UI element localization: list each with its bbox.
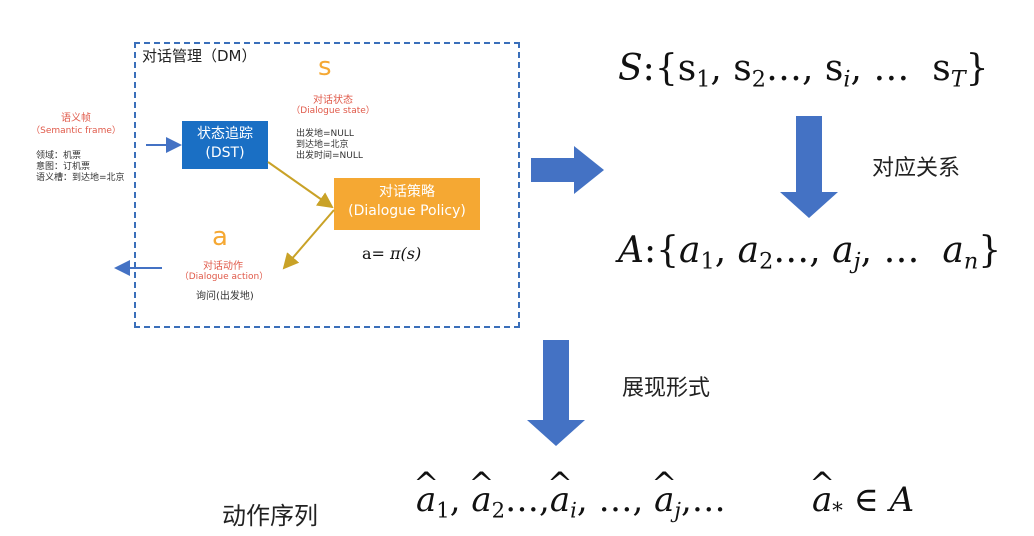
seq-elem3: a xyxy=(550,480,570,520)
A-sub2: 2 xyxy=(759,248,774,275)
action-title: 对话动作 xyxy=(203,261,243,272)
action-subtitle: （Dialogue action） xyxy=(179,272,269,282)
formula-arg: (s) xyxy=(400,244,422,263)
state-line-origin: 出发地=NULL xyxy=(296,129,354,139)
S-elem4: s xyxy=(932,48,951,89)
state-symbol: s xyxy=(318,52,332,82)
semantic-frame-title: 语义帧 xyxy=(61,113,91,124)
seq-elem1: a xyxy=(416,480,436,520)
seq-sub2: 2 xyxy=(491,497,506,523)
policy-to-action-arrow xyxy=(282,209,335,270)
A-colon: : xyxy=(644,230,657,271)
S-sub3: i xyxy=(843,66,851,93)
seq-sub1: 1 xyxy=(436,497,450,523)
dm-title: 对话管理（DM） xyxy=(142,47,257,65)
A-sub4: n xyxy=(963,248,979,275)
down-arrow-form xyxy=(527,340,585,446)
policy-label-en: (Dialogue Policy) xyxy=(348,203,466,219)
member-symbol: ∈ xyxy=(853,480,879,520)
state-line-destination: 到达地=北京 xyxy=(296,140,349,150)
policy-formula: a= π(s) xyxy=(362,244,421,263)
A-close-brace: } xyxy=(978,230,1002,271)
seq-sub4: j xyxy=(674,497,681,523)
S-elem1: s xyxy=(677,48,697,89)
frame-domain-line: 领域：机票 xyxy=(36,151,82,161)
A-sub3: j xyxy=(853,248,861,275)
right-block-arrow xyxy=(531,146,604,194)
seq-dots: … xyxy=(691,480,726,520)
action-set-expression: A:{a1, a2…, aj, … an} xyxy=(618,230,1002,275)
action-sequence-label: 动作序列 xyxy=(222,502,318,530)
membership-expression: a* ∈ A xyxy=(812,480,914,522)
state-line-time: 出发时间=NULL xyxy=(296,151,363,161)
seq-sub3: i xyxy=(570,497,577,523)
seq-elem4: a xyxy=(654,480,674,520)
member-set: A xyxy=(889,480,915,520)
policy-box: 对话策略 (Dialogue Policy) xyxy=(334,178,480,230)
dst-label-cn: 状态追踪 xyxy=(197,126,253,142)
A-elem4: a xyxy=(942,230,964,271)
dst-label-en: (DST) xyxy=(205,145,245,161)
dialogue-management-box xyxy=(134,42,520,328)
A-elem3: a xyxy=(832,230,854,271)
form-label: 展现形式 xyxy=(622,376,711,401)
S-colon: : xyxy=(642,48,655,89)
policy-label-cn: 对话策略 xyxy=(379,184,435,200)
A-sub1: 1 xyxy=(700,248,715,275)
frame-slot-line: 语义槽：到达地=北京 xyxy=(36,173,125,183)
state-subtitle: （Dialogue state） xyxy=(291,106,375,116)
A-name: A xyxy=(618,230,644,271)
action-value: 询问(出发地) xyxy=(196,291,254,302)
S-open-brace: { xyxy=(654,48,678,89)
formula-prefix: a= xyxy=(362,244,391,263)
S-elem2: s xyxy=(733,48,752,89)
semantic-frame-subtitle: （Semantic frame） xyxy=(31,126,121,136)
action-symbol: a xyxy=(212,222,228,252)
dst-to-policy-arrow xyxy=(267,161,334,209)
formula-pi: π xyxy=(390,244,401,263)
S-dots: … xyxy=(873,48,910,89)
state-set-expression: S:{s1, s2…, si, … sT} xyxy=(618,48,989,93)
A-elem1: a xyxy=(679,230,701,271)
member-elem: a xyxy=(812,480,832,520)
S-close-brace: } xyxy=(965,48,989,89)
seq-elem2: a xyxy=(471,480,491,520)
S-sub4: T xyxy=(950,66,966,93)
S-elem3: s xyxy=(824,48,844,89)
A-elem2: a xyxy=(737,230,760,271)
S-sub2: 2 xyxy=(751,66,766,93)
S-sub1: 1 xyxy=(696,66,711,93)
S-name: S xyxy=(618,48,643,89)
correspondence-label: 对应关系 xyxy=(872,156,961,181)
down-arrow-correspondence xyxy=(780,116,838,218)
action-sequence-expression: a1, a2…,ai, …, aj,… xyxy=(416,480,726,522)
A-dots: … xyxy=(883,230,920,271)
A-open-brace: { xyxy=(656,230,680,271)
member-sub: * xyxy=(832,497,843,523)
frame-intent-line: 意图：订机票 xyxy=(36,162,91,172)
state-title: 对话状态 xyxy=(313,95,353,106)
dst-box: 状态追踪 (DST) xyxy=(182,121,268,169)
